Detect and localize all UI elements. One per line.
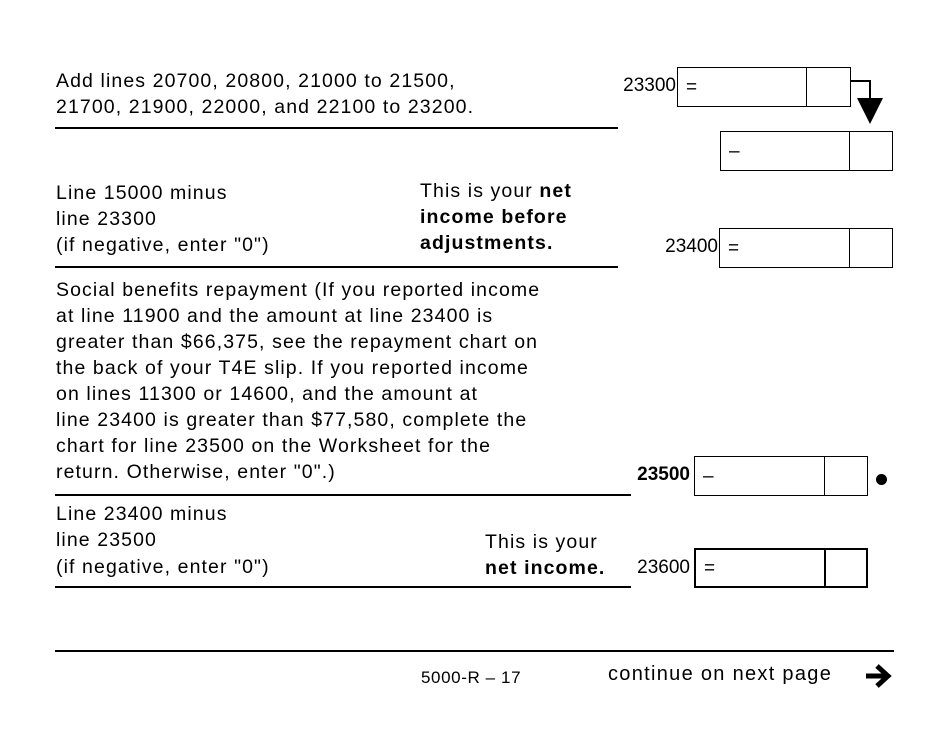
add-lines-text-1: Add lines 20700, 20800, 21000 to 21500, <box>56 70 456 92</box>
divider <box>55 494 631 496</box>
cents-cell <box>806 68 807 106</box>
amount-field-23600[interactable]: = <box>694 548 868 588</box>
net-income-right-1: This is your <box>485 531 598 553</box>
net-before-left-1: Line 15000 minus <box>56 182 228 204</box>
line-code-23300: 23300 <box>623 75 676 96</box>
line-code-23500: 23500 <box>637 464 690 485</box>
cents-cell <box>849 229 850 267</box>
social-line: return. Otherwise, enter "0".) <box>56 461 336 483</box>
social-line: line 23400 is greater than $77,580, comp… <box>56 409 528 431</box>
minus-sign: – <box>703 466 714 487</box>
minus-sign: – <box>729 141 740 162</box>
net-before-left-3: (if negative, enter "0") <box>56 234 270 256</box>
down-arrow-icon <box>851 80 883 124</box>
net-income-left-1: Line 23400 minus <box>56 503 228 525</box>
divider <box>55 586 631 588</box>
continue-label: continue on next page <box>608 663 833 685</box>
amount-field-23500[interactable]: – <box>694 456 868 496</box>
social-line: on lines 11300 or 14600, and the amount … <box>56 383 479 405</box>
net-income-left-3: (if negative, enter "0") <box>56 556 270 578</box>
social-line: greater than $66,375, see the repayment … <box>56 331 539 353</box>
social-line: Social benefits repayment (If you report… <box>56 279 541 301</box>
net-income-left-2: line 23500 <box>56 529 157 551</box>
add-lines-text-2: 21700, 21900, 22000, and 22100 to 23200. <box>56 96 475 118</box>
social-line: chart for line 23500 on the Worksheet fo… <box>56 435 492 457</box>
line-code-23400: 23400 <box>665 236 718 257</box>
social-line: the back of your T4E slip. If you report… <box>56 357 530 379</box>
equals-sign: = <box>686 77 698 98</box>
line-code-23600: 23600 <box>637 557 690 578</box>
net-before-right-3: adjustments. <box>420 232 554 254</box>
bullet-icon <box>876 474 887 485</box>
cents-cell <box>849 132 850 170</box>
net-before-right-2: income before <box>420 206 568 228</box>
net-income-right-2: net income. <box>485 557 606 579</box>
amount-field-23400[interactable]: = <box>719 228 893 268</box>
social-line: at line 11900 and the amount at line 234… <box>56 305 494 327</box>
amount-field-23300[interactable]: = <box>677 67 851 107</box>
divider <box>55 266 618 268</box>
equals-sign: = <box>704 558 716 579</box>
form-code: 5000-R – 17 <box>421 668 522 687</box>
equals-sign: = <box>728 238 740 259</box>
cents-cell <box>824 457 825 495</box>
right-arrow-icon <box>866 664 892 688</box>
net-before-right-1: This is your net <box>420 180 572 202</box>
footer-divider <box>55 650 894 652</box>
net-before-left-2: line 23300 <box>56 208 157 230</box>
divider <box>55 127 618 129</box>
subtraction-field[interactable]: – <box>720 131 893 171</box>
cents-cell <box>824 550 826 586</box>
